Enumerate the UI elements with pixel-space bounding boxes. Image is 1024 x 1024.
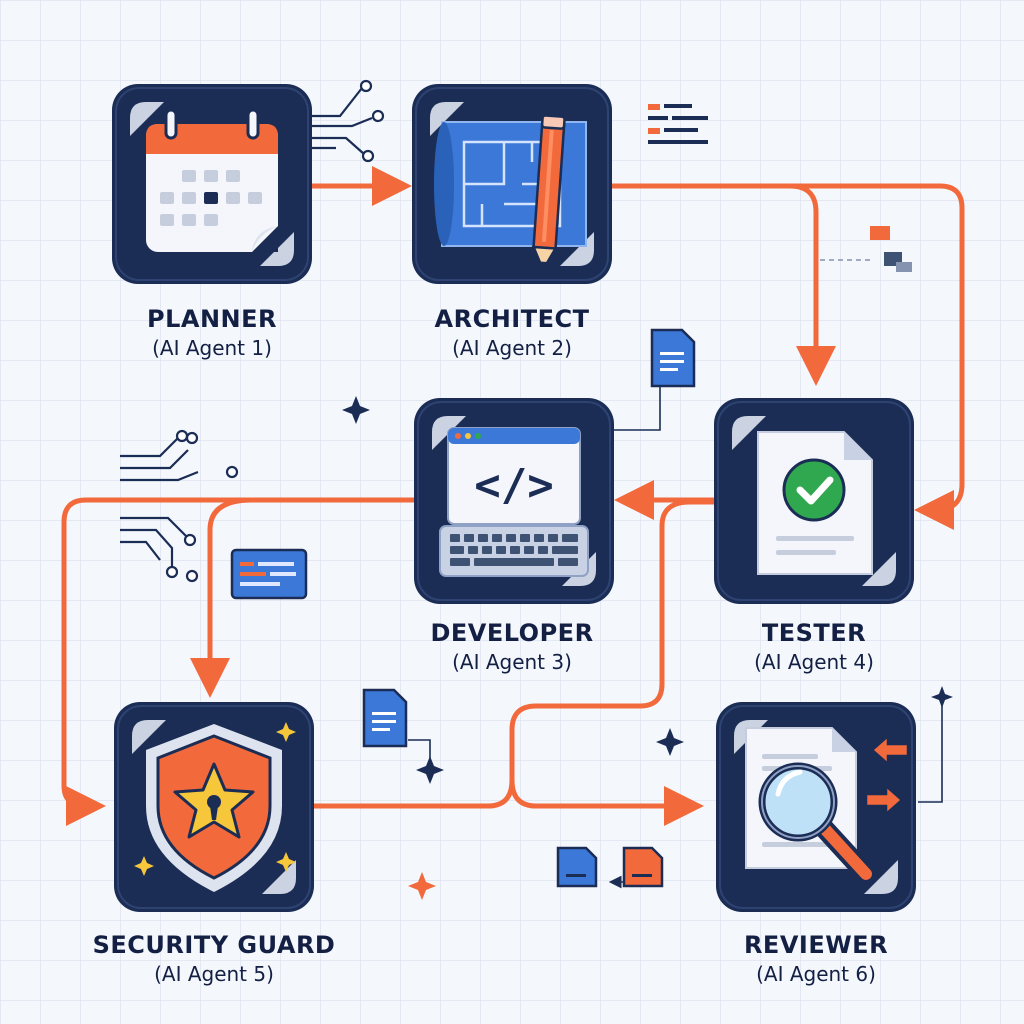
magnifier-document-icon: [745, 727, 910, 884]
agent-subtitle: (AI Agent 6): [756, 962, 876, 986]
doc-link-line: [614, 386, 661, 431]
agent-name: ARCHITECT: [434, 305, 590, 333]
sparkle-icon: [342, 396, 370, 424]
arrow-right-icon: [864, 783, 904, 817]
agent-name: TESTER: [761, 619, 867, 647]
agent-subtitle: (AI Agent 4): [754, 650, 874, 674]
code-symbol: </>: [474, 460, 553, 511]
document-icon-upper: [650, 328, 696, 388]
sparkle-icon: [931, 686, 953, 708]
sparkle-icon: [408, 872, 436, 900]
card-security[interactable]: [114, 702, 314, 912]
agent-name: SECURITY GUARD: [92, 931, 336, 959]
arrow-left-icon: [870, 733, 910, 767]
connector-security-to-reviewer: [311, 499, 717, 809]
agent-name: PLANNER: [146, 305, 277, 333]
label-architect: ARCHITECT (AI Agent 2): [362, 304, 662, 362]
code-snippet-card-left: [230, 548, 308, 600]
agent-subtitle: (AI Agent 1): [152, 336, 272, 360]
orange-file-icon: [622, 846, 664, 888]
blueprint-pencil-icon: [434, 114, 587, 273]
circuit-decoration-top: [312, 79, 385, 163]
agent-name: REVIEWER: [743, 931, 889, 959]
reviewer-link-line: [918, 700, 943, 803]
code-snippet-top-right: [648, 104, 708, 144]
connector-to-reviewer: [509, 777, 704, 826]
label-developer: DEVELOPER (AI Agent 3): [362, 618, 662, 676]
shield-lock-icon: [134, 722, 296, 892]
agent-subtitle: (AI Agent 2): [452, 336, 572, 360]
card-reviewer[interactable]: [716, 702, 916, 912]
card-tester[interactable]: [714, 398, 914, 604]
agent-name: DEVELOPER: [430, 619, 594, 647]
connector-developer-to-security-inner: [190, 497, 255, 698]
label-tester: TESTER (AI Agent 4): [664, 618, 964, 676]
sparkle-icon: [656, 728, 684, 756]
card-planner[interactable]: [112, 84, 312, 284]
label-security: SECURITY GUARD (AI Agent 5): [64, 930, 364, 988]
checked-document-icon: [757, 431, 873, 575]
agent-subtitle: (AI Agent 3): [452, 650, 572, 674]
sparkle-icon: [134, 856, 154, 876]
connector-developer-to-security: [61, 497, 417, 826]
sparkle-icons: [342, 396, 953, 900]
card-architect[interactable]: [412, 84, 612, 284]
circuit-decoration-left: [120, 429, 239, 583]
connector-architect-to-tester-side: [787, 183, 965, 530]
sparkle-icon: [416, 756, 444, 784]
blue-file-icon: [556, 846, 598, 888]
agent-subtitle: (AI Agent 5): [154, 962, 274, 986]
calendar-icon: [146, 108, 278, 252]
sparkle-icon: [276, 852, 296, 872]
document-icon-lower: [362, 688, 408, 748]
window-decoration-right: [870, 226, 912, 272]
code-laptop-icon: </>: [439, 427, 589, 577]
card-developer[interactable]: </>: [414, 398, 614, 604]
sparkle-icon: [276, 722, 296, 742]
label-planner: PLANNER (AI Agent 1): [62, 304, 362, 362]
doc-link-line-2: [408, 739, 431, 762]
label-reviewer: REVIEWER (AI Agent 6): [666, 930, 966, 988]
